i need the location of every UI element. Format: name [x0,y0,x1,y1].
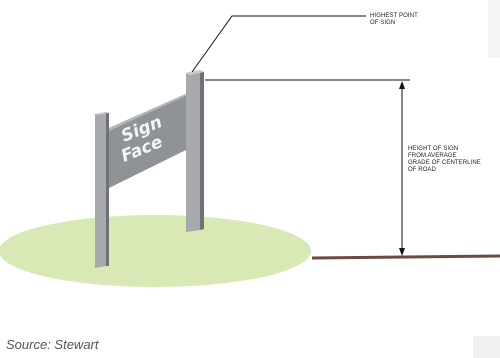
height-dimension-arrow [399,81,405,256]
height-callout-line: HEIGHT OF SIGN [408,146,459,152]
background-swatch-corner [473,336,500,358]
sign-face-panel [109,92,190,188]
source-caption: Source: Stewart [6,337,99,352]
height-callout-line: FROM AVERAGE [408,153,457,159]
highest-point-callout: HIGHEST POINT OF SIGN [370,13,450,27]
highest-point-callout-line: OF SIGN [370,20,396,26]
ground-mound [0,215,311,287]
height-callout-line: OF ROAD [408,167,437,173]
height-of-sign-callout: HEIGHT OF SIGN FROM AVERAGE GRADE OF CEN… [408,146,498,174]
height-callout-line: GRADE OF CENTERLINE [408,160,481,166]
highest-point-callout-line: HIGHEST POINT [370,13,418,19]
background-swatch-top [488,0,500,58]
left-post [95,112,109,268]
highest-point-leader [191,15,366,73]
right-post [186,70,204,232]
road-grade-line [311,254,500,260]
